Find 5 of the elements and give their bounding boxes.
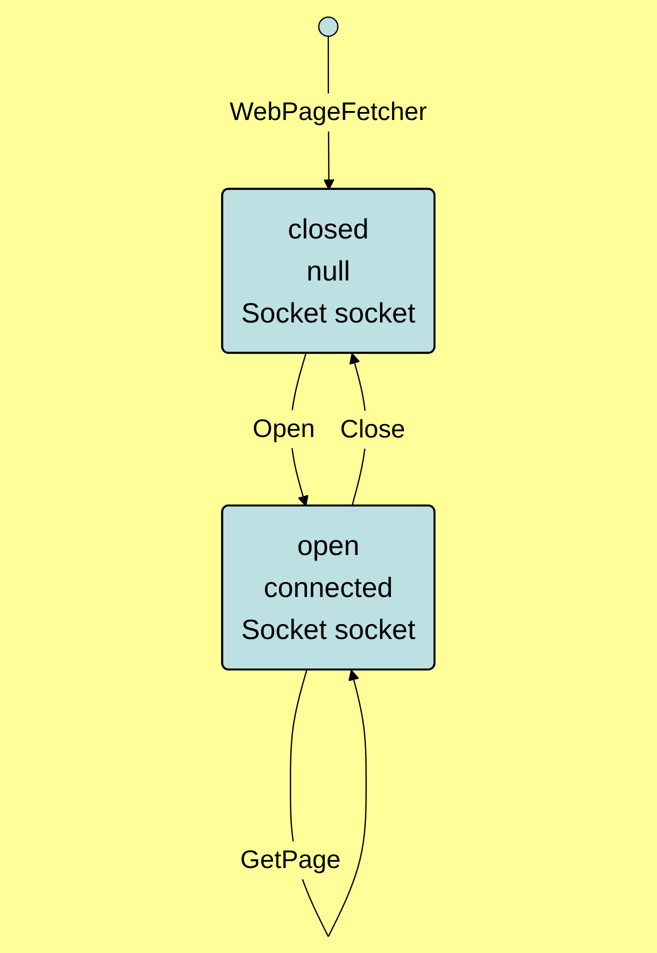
edge-label: Close xyxy=(340,415,406,444)
edge-label: GetPage xyxy=(240,846,341,874)
edge-label: Open xyxy=(252,414,316,443)
node-circle xyxy=(318,16,339,36)
edge-label: WebPageFetcher xyxy=(230,98,428,126)
